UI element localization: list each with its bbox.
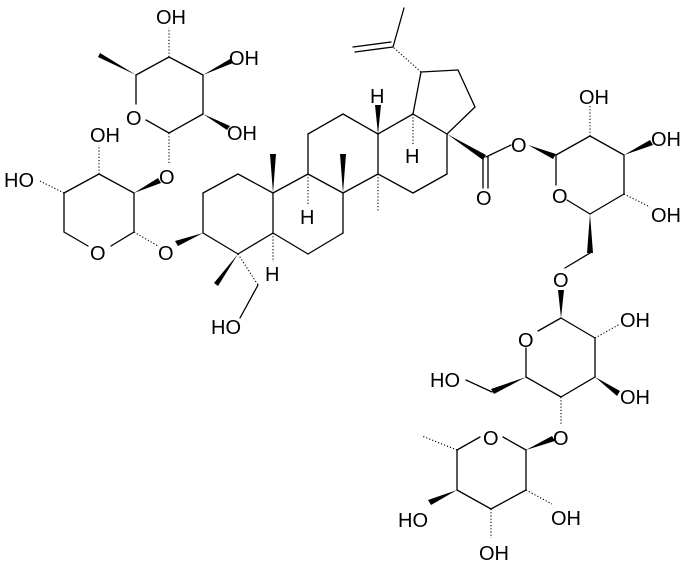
label-c23-oh: HO <box>211 317 241 339</box>
label-h18: H <box>405 146 419 168</box>
label-link-o-c3: O <box>158 243 174 265</box>
triterpene-core <box>175 7 512 319</box>
label-glc1-oh-3: OH <box>651 129 681 151</box>
label-ara-ho-left: HO <box>4 170 34 192</box>
label-glc1-ring-o: O <box>552 186 568 208</box>
label-rha2-oh-2: OH <box>551 508 581 530</box>
arabinose-ring <box>39 145 161 247</box>
label-rha2-oh-3: OH <box>479 543 509 565</box>
label-h13: H <box>370 86 384 108</box>
label-rha1-ring-o: O <box>126 108 142 130</box>
label-rha1-oh-right2: OH <box>227 123 257 145</box>
label-rha1-oh-right1: OH <box>229 48 259 70</box>
rhamnose-ring-1 <box>98 28 233 165</box>
glucose-ring-1 <box>528 106 653 269</box>
label-glc2-oh-3: OH <box>620 387 650 409</box>
label-ara-ring-o: O <box>90 243 106 265</box>
glucose-ring-2 <box>465 290 621 425</box>
rhamnose-ring-2 <box>421 435 555 538</box>
label-h5: H <box>265 264 279 286</box>
label-link-o-glc1-glc2: O <box>553 270 569 292</box>
label-rha1-oh-top: OH <box>156 7 186 29</box>
label-glc1-oh-4: OH <box>651 205 681 227</box>
label-glc2-ch2oh: HO <box>430 370 460 392</box>
label-rha2-ho-4: HO <box>398 510 428 532</box>
label-rha2-ring-o: O <box>483 428 499 450</box>
label-carbonyl-o: O <box>476 188 492 210</box>
label-ester-o: O <box>511 135 527 157</box>
label-h9: H <box>300 207 314 229</box>
label-link-o-glc2-rha2: O <box>553 428 569 450</box>
label-glc1-oh-2: OH <box>579 87 609 109</box>
label-glc2-ring-o: O <box>518 330 534 352</box>
label-glc2-oh-2: OH <box>620 310 650 332</box>
label-ara-oh-top: OH <box>90 125 120 147</box>
atom-labels: OH OH OH O OH HO O O O HO H H H H O O O … <box>4 7 681 565</box>
label-link-o-ara-rha: O <box>159 167 175 189</box>
